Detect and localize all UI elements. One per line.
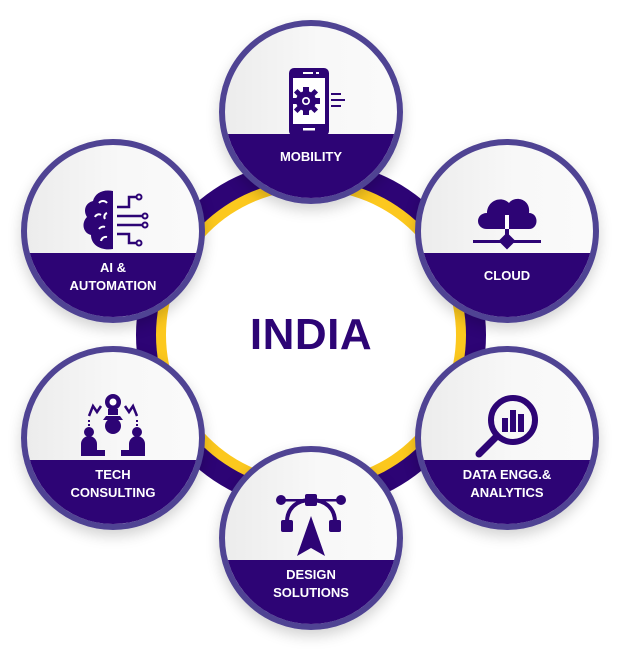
design-label-band: DESIGN SOLUTIONS (225, 560, 397, 624)
mobile-gear-icon (289, 67, 345, 136)
vector-pen-icon (276, 493, 346, 556)
data-label-band: DATA ENGG.& ANALYTICS (421, 460, 593, 524)
mobility-label-band: MOBILITY (225, 134, 397, 198)
cloud-label-band: CLOUD (421, 253, 593, 317)
node-tech-consulting: TECH CONSULTING (21, 346, 205, 530)
ai-label-band: AI & AUTOMATION (27, 253, 199, 317)
cloud-network-icon (473, 198, 541, 250)
cloud-label: CLOUD (483, 268, 531, 284)
node-ai-automation: AI & AUTOMATION (21, 139, 205, 323)
ai-brain-icon (83, 190, 149, 250)
node-design-solutions: DESIGN SOLUTIONS (219, 446, 403, 630)
center-title: INDIA (249, 310, 373, 359)
tech-label-band: TECH CONSULTING (27, 460, 199, 524)
node-cloud: CLOUD (415, 139, 599, 323)
data-label: DATA ENGG.& ANALYTICS (462, 467, 552, 501)
node-mobility: MOBILITY (219, 20, 403, 204)
tech-label: TECH CONSULTING (70, 467, 156, 501)
consulting-icon (81, 393, 145, 456)
node-data-analytics: DATA ENGG.& ANALYTICS (415, 346, 599, 530)
design-label: DESIGN SOLUTIONS (273, 567, 349, 601)
ai-label: AI & AUTOMATION (69, 260, 157, 294)
inner-circle (166, 190, 456, 480)
mobility-label: MOBILITY (279, 149, 343, 165)
magnifier-chart-icon (475, 394, 538, 458)
